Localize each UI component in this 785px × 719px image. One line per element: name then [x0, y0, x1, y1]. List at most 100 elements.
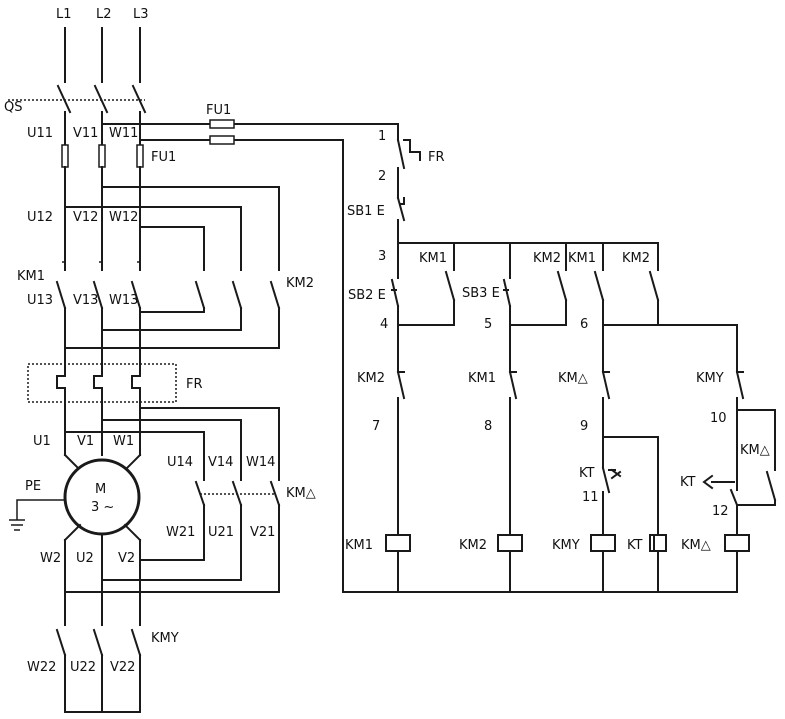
motor-3phase-label: 3 ~: [91, 500, 114, 515]
pe-ground: PE: [9, 479, 65, 531]
node-7-label: 7: [372, 419, 380, 434]
km2-interlock-label: KM2: [357, 371, 385, 386]
motor: M 3 ~: [63, 453, 142, 542]
w14-label: W14: [246, 455, 275, 470]
node-3-label: 3: [378, 249, 386, 264]
km2-top2-label: KM2: [622, 251, 650, 266]
w13-label: W13: [109, 293, 138, 308]
motor-m-label: M: [95, 482, 106, 497]
node-10-label: 10: [710, 411, 727, 426]
w21-label: W21: [166, 525, 195, 540]
kt-nc-timed-contact: KT: [579, 466, 622, 536]
kt-nc-label: KT: [579, 466, 595, 481]
qs-label: QS: [4, 100, 22, 115]
kmy-interlock-contact: KMY: [696, 370, 745, 491]
coil-km-delta-label: KM△: [681, 538, 711, 553]
pe-label: PE: [25, 479, 41, 494]
qs-isolator-switch: QS: [4, 84, 147, 146]
kmy-main-label: KMY: [151, 631, 179, 646]
fr-nc-contact: FR: [396, 123, 445, 186]
main-circuit: L1 L2 L3 QS U11 V11 W11 FU1: [4, 7, 316, 713]
kt-timer-branch: [602, 436, 659, 536]
sb2-forward-start-branch: SB2 E: [348, 242, 456, 326]
sb1-label: SB1 E: [347, 204, 385, 219]
u1-label: U1: [33, 434, 51, 449]
v12-label: V12: [73, 210, 98, 225]
v11-label: V11: [73, 126, 98, 141]
kmy-main-contacts: KMY: [55, 628, 179, 713]
node-12-label: 12: [712, 504, 729, 519]
km2-interlock-contact: KM2: [357, 324, 406, 536]
phase-label-l1: L1: [56, 7, 72, 22]
v14-label: V14: [208, 455, 233, 470]
km-delta-main-label: KM△: [286, 486, 316, 501]
fu1-main-label: FU1: [151, 150, 176, 165]
km-delta-main-contacts: KM△: [194, 480, 316, 593]
u22-label: U22: [70, 660, 96, 675]
sb3-label: SB3 E: [462, 286, 500, 301]
w11-label: W11: [109, 126, 138, 141]
kmy-interlock-label: KMY: [696, 371, 724, 386]
delta-wiring: [64, 407, 280, 481]
node-2-label: 2: [378, 169, 386, 184]
km2-top-label: KM2: [533, 251, 561, 266]
node-4-label: 4: [380, 317, 388, 332]
km1-top2-label: KM1: [568, 251, 596, 266]
phase-feed-lines: [64, 27, 141, 83]
node-9-label: 9: [580, 419, 588, 434]
km-delta-hold-contact: KM△: [736, 409, 777, 506]
fr-thermal-overload: FR: [27, 363, 203, 403]
coil-kt-label: KT: [627, 538, 643, 553]
motor-circle: [63, 458, 141, 536]
node-6-label: 6: [580, 317, 588, 332]
kt-no-label: KT: [680, 475, 696, 490]
phase-label-l2: L2: [96, 7, 112, 22]
fu1-control-label: FU1: [206, 103, 231, 118]
v22-label: V22: [110, 660, 135, 675]
sb2-label: SB2 E: [348, 288, 386, 303]
km-delta-interlock-contact: KM△: [558, 324, 611, 469]
km2-main-contacts: KM2: [194, 261, 314, 349]
control-fuses-fu1: FU1: [206, 103, 235, 145]
sb3-reverse-start-branch: SB3 E: [462, 242, 568, 326]
v21-label: V21: [250, 525, 275, 540]
node-8-label: 8: [484, 419, 492, 434]
v2-label: V2: [118, 551, 135, 566]
w2-label: W2: [40, 551, 61, 566]
control-circuit: FU1 1 FR 2 SB1 E 3 KM1 KM2 KM1 KM2: [101, 103, 777, 593]
u14-label: U14: [167, 455, 193, 470]
fr-main-label: FR: [186, 377, 203, 392]
km1-interlock-label: KM1: [468, 371, 496, 386]
coil-km-delta: KM△: [681, 534, 750, 593]
w1-label: W1: [113, 434, 134, 449]
km2-return-wiring: [64, 311, 280, 349]
delta-bottom-wiring: [64, 559, 280, 593]
node-11-label: 11: [582, 490, 599, 505]
w12-label: W12: [109, 210, 138, 225]
u13-label: U13: [27, 293, 53, 308]
main-fuses-fu1: FU1: [61, 144, 176, 168]
km1-interlock-contact: KM1: [468, 324, 518, 536]
km1-main-label: KM1: [17, 269, 45, 284]
sb1-stop-button: SB1 E: [347, 184, 406, 244]
reversal-cross-wiring: [64, 186, 280, 263]
km1-main-contacts: KM1: [17, 261, 142, 310]
node-5-label: 5: [484, 317, 492, 332]
phase-label-l3: L3: [133, 7, 149, 22]
fr-control-label: FR: [428, 150, 445, 165]
coil-km1: KM1: [345, 534, 411, 593]
coil-km2-label: KM2: [459, 538, 487, 553]
u2-label: U2: [76, 551, 94, 566]
u12-label: U12: [27, 210, 53, 225]
coil-km1-label: KM1: [345, 538, 373, 553]
coil-kt: KT: [627, 534, 667, 593]
km-delta-hold-label: KM△: [740, 443, 770, 458]
coil-kmy: KMY: [552, 534, 616, 593]
node-1-label: 1: [378, 129, 386, 144]
km2-main-label: KM2: [286, 276, 314, 291]
v13-label: V13: [73, 293, 98, 308]
km-delta-interlock-label: KM△: [558, 371, 588, 386]
coil-km2: KM2: [459, 534, 523, 593]
u11-label: U11: [27, 126, 53, 141]
